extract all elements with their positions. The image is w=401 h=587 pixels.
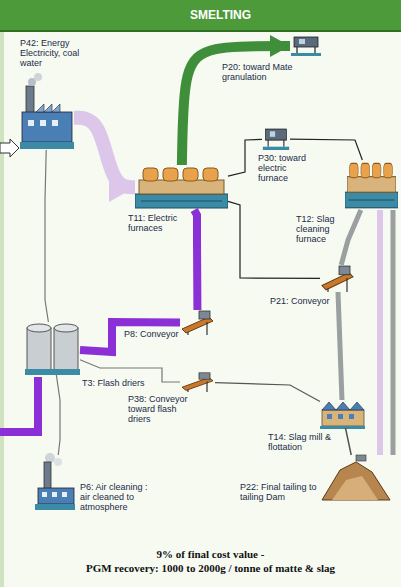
- mill-building-icon: [338, 414, 343, 419]
- mill-building-icon: [320, 426, 365, 429]
- slag-outflow-lines: [391, 210, 396, 455]
- unit-label: P30: toward electric furnace: [258, 153, 313, 183]
- slag-outflow-lines: [380, 210, 393, 455]
- unit-label: T14: Slag mill & flottation: [268, 432, 348, 452]
- slag-outflow-lines: [377, 210, 383, 455]
- tailing-dam-icon: [322, 462, 390, 500]
- power-plant-icon: [20, 73, 74, 149]
- transfer-unit: P30: toward electric furnace: [262, 128, 290, 150]
- unit-label: P22: Final tailing to tailing Dam: [240, 482, 320, 502]
- power-plant-icon: [36, 104, 60, 112]
- mill-building-icon: [327, 414, 332, 419]
- air-cleaning-icon: [35, 504, 75, 510]
- flow-connector: [338, 292, 342, 400]
- conveyor-unit: P8: Conveyor: [180, 310, 215, 335]
- conveyor-icon: [322, 266, 353, 292]
- granulation-machine-icon: [291, 37, 321, 56]
- caption-text: 9% of final cost value -: [0, 548, 401, 561]
- air-cleaning-unit: P6: Air cleaning : air cleaned to atmosp…: [35, 455, 75, 510]
- mill-building-icon: [320, 402, 365, 429]
- flow-connector: [56, 375, 60, 455]
- power-plant-icon: [52, 120, 58, 126]
- furnace-unit: T11: Electric furnaces: [135, 165, 228, 210]
- air-cleaning-icon: [44, 462, 51, 492]
- flow-connector: [341, 210, 361, 265]
- mill-building-icon: [322, 410, 364, 426]
- unit-label: P6: Air cleaning : air cleaned to atmosp…: [80, 482, 160, 512]
- unit-label: P8: Conveyor: [124, 329, 180, 339]
- slag-furnace-icon: [345, 163, 398, 207]
- granulation-output: P20: toward Mate granulation: [290, 36, 322, 56]
- incoming-arrow: [0, 139, 19, 157]
- mill-building-icon: [322, 402, 364, 410]
- conveyor-unit: P38: Conveyor toward flash driers: [180, 372, 215, 392]
- tailing-dam-icon: [332, 476, 378, 500]
- flow-connector: [45, 150, 48, 322]
- tailing-dam-icon: [356, 455, 366, 461]
- air-cleaning-icon: [38, 488, 74, 504]
- transfer-machine-icon: [263, 129, 289, 150]
- air-cleaning-icon: [54, 458, 62, 466]
- conveyor-icon: [182, 311, 213, 335]
- side-strip: [0, 0, 4, 587]
- mill-unit: T14: Slag mill & flottation: [320, 400, 365, 428]
- unit-label: P38: Conveyor toward flash driers: [128, 394, 194, 424]
- power-plant-icon: [20, 142, 74, 149]
- power-plant-icon: [40, 120, 46, 126]
- title-band: [0, 0, 401, 30]
- flow-connector: [194, 210, 197, 310]
- electric-furnace-icon: [135, 168, 228, 208]
- furnace-unit: T12: Slag cleaning furnace: [345, 160, 398, 210]
- power-plant-icon: [22, 112, 72, 142]
- tailing-dam-icon: [322, 455, 390, 500]
- air-cleaning-icon: [45, 453, 55, 463]
- incoming-arrow: [0, 139, 19, 157]
- unit-label: T12: Slag cleaning furnace: [296, 214, 342, 244]
- feed-line: [0, 377, 38, 432]
- power-plant-icon: [28, 120, 34, 126]
- title-band-edge: [0, 30, 401, 32]
- unit-label: P21: Conveyor: [270, 296, 345, 306]
- silo-icon: [25, 369, 80, 375]
- unit-label: P42: Energy Electricity, coal water: [20, 38, 98, 68]
- mill-building-icon: [349, 414, 354, 419]
- flow-connector: [345, 428, 351, 455]
- conveyor-icon: [182, 373, 213, 392]
- conveyor-unit: P21: Conveyor: [320, 265, 355, 292]
- drier-unit: T3: Flash driers: [25, 322, 80, 375]
- tailing-unit: P22: Final tailing to tailing Dam: [322, 455, 390, 500]
- air-cleaning-icon: [62, 492, 67, 497]
- flow-connector: [215, 383, 320, 402]
- silo-icon: [54, 324, 78, 332]
- flow-connector: [74, 118, 135, 187]
- unit-label: T3: Flash driers: [82, 378, 162, 388]
- silo-icon: [27, 328, 51, 370]
- silo-icon: [27, 324, 51, 332]
- silo-icon: [25, 324, 80, 375]
- air-cleaning-icon: [35, 453, 75, 510]
- summary-note: PGM recovery: 1000 to 2000g / tonne of m…: [0, 562, 401, 575]
- power-plant-icon: [34, 73, 42, 81]
- silo-icon: [54, 328, 78, 370]
- air-cleaning-icon: [52, 492, 57, 497]
- flow-connector: [228, 139, 262, 176]
- diagram-title: SMELTING: [0, 0, 401, 30]
- feed-line: [0, 377, 38, 432]
- unit-label: T11: Electric furnaces: [128, 213, 184, 233]
- energy-supply: P42: Energy Electricity, coal water: [20, 85, 74, 150]
- flow-connector: [80, 322, 180, 352]
- unit-label: P20: toward Mate granulation: [222, 62, 298, 82]
- air-cleaning-icon: [42, 492, 47, 497]
